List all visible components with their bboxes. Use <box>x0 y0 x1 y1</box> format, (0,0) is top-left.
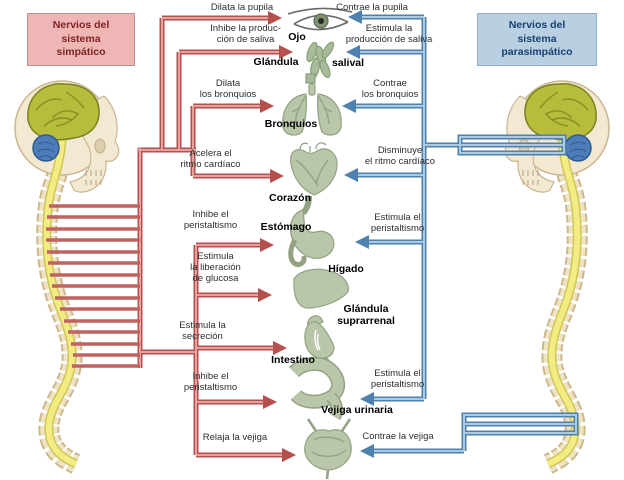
organ-label-bladder: Vejiga urinaria <box>321 404 393 416</box>
organ-label-bronchi: Bronquios <box>264 118 318 130</box>
spinal-cord <box>43 139 78 467</box>
organ-label-heart: Corazón <box>269 192 311 204</box>
eye-socket <box>94 138 106 154</box>
para-effect-heart-label: Disminuye el ritmo cardíaco <box>364 145 436 168</box>
organ-illustrations <box>282 7 353 480</box>
organ-label-intestine: Intestino <box>271 354 315 366</box>
cerebellum <box>32 134 60 162</box>
intestine-illustration <box>289 356 346 420</box>
sym-effect-stomach-label: Inhibe el peristaltismo <box>183 209 238 232</box>
para-effect-pupil-label: Contrae la pupila <box>336 2 408 13</box>
sym-effect-bronchi-label: Dilata los bronquios <box>199 78 257 101</box>
lungs-illustration <box>282 83 342 136</box>
sym-effect-saliva-label: Inhibe la produc- ción de saliva <box>210 23 281 46</box>
para-effect-saliva-label: Estimula la producción de saliva <box>345 23 433 46</box>
heart-illustration <box>290 142 338 196</box>
liver-illustration <box>293 268 349 309</box>
sympathetic-arrowheads <box>258 11 296 462</box>
parasympathetic-title-box: Nervios del sistema parasimpático <box>477 13 597 66</box>
organ-label-stomach: Estómago <box>260 221 312 233</box>
pupil <box>318 18 324 24</box>
organ-label-liver: Hígado <box>328 263 364 275</box>
left-skeleton-figure <box>14 80 120 474</box>
cerebellum-folds <box>37 141 55 159</box>
sym-effect-intestine-label: Inhibe el peristaltismo <box>183 371 238 394</box>
salivary-gland-illustration <box>305 41 335 84</box>
sym-effect-adrenal-label: Estimula la secreción <box>179 320 226 343</box>
brain-gyri <box>35 91 85 127</box>
sym-effect-heart-label: Acelera el ritmo cardíaco <box>180 148 241 171</box>
organ-label-salivary-right: salival <box>331 57 365 69</box>
stomach-illustration <box>288 195 335 268</box>
sym-effect-bladder-label: Relaja la vejiga <box>202 432 268 443</box>
para-effect-bladder-label: Contrae la vejiga <box>362 431 434 442</box>
para-effect-bronchi-label: Contrae los bronquios <box>361 78 419 101</box>
sympathetic-spinal-branches <box>46 204 140 368</box>
organ-label-adrenal: Glándula suprarrenal <box>337 303 395 327</box>
organ-label-eye: Ojo <box>288 31 306 43</box>
sym-effect-pupil-label: Dilata la pupila <box>210 2 274 13</box>
para-effect-intestine-label: Estimula el peristaltismo <box>370 368 425 391</box>
bladder-illustration <box>304 418 352 480</box>
organ-label-salivary-left: Glándula <box>253 56 299 68</box>
para-effect-stomach-label: Estimula el peristaltismo <box>370 212 425 235</box>
sympathetic-title-box: Nervios del sistema simpático <box>27 13 135 66</box>
sym-effect-glucose-label: Estimula la liberación de glucosa <box>190 251 241 285</box>
parasympathetic-arrowheads <box>342 10 374 458</box>
skull-teeth <box>85 170 102 185</box>
